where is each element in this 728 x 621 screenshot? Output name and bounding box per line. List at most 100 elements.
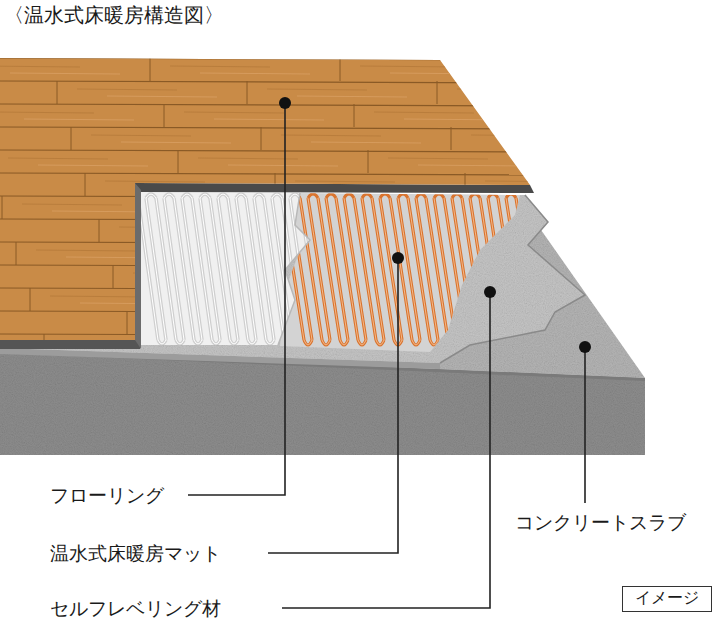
wood-grain <box>284 349 394 350</box>
plank-end <box>71 127 72 150</box>
plank-end <box>2 196 3 219</box>
pipe-highlight <box>408 198 438 345</box>
wood-grain <box>8 158 108 159</box>
plank-end <box>261 127 262 150</box>
wood-grain <box>432 211 542 212</box>
plank-end <box>16 242 17 265</box>
wood-grain <box>22 204 122 205</box>
wood-grain <box>689 227 728 228</box>
plank-end <box>614 334 615 357</box>
wood-grain <box>717 319 728 320</box>
wood-grain <box>705 188 728 189</box>
plank-end <box>544 104 545 127</box>
pipe-highlight <box>444 198 474 345</box>
plank-joint <box>0 334 560 336</box>
wood-grain <box>80 303 190 304</box>
wood-grain <box>606 250 706 251</box>
pipe-loop <box>354 198 384 345</box>
mat-groove <box>246 194 274 344</box>
plank-end <box>289 219 290 242</box>
plank-joint <box>0 196 560 198</box>
wood-grain <box>367 326 477 327</box>
pipe-highlight <box>336 198 366 345</box>
plank-joint <box>0 288 560 290</box>
wood-grain <box>170 66 270 67</box>
mat-groove-light <box>246 194 274 344</box>
wood-grain <box>353 280 463 281</box>
mat-groove <box>228 194 256 344</box>
pipe-loop <box>480 198 510 345</box>
wood-grain <box>50 296 150 297</box>
plank-end <box>113 265 114 288</box>
plank-end <box>275 173 276 196</box>
wood-grain <box>650 303 728 304</box>
wood-grain <box>121 142 231 143</box>
pipe-bend <box>398 194 408 198</box>
plank-joint <box>0 81 560 83</box>
wood-grain <box>515 188 625 189</box>
plank-end <box>192 196 193 219</box>
wood-grain <box>133 273 233 274</box>
wood-grain <box>119 227 219 228</box>
pipe-loop <box>444 198 474 345</box>
wood-grain <box>0 66 80 67</box>
plank-end <box>317 311 318 334</box>
wood-grain <box>608 165 718 166</box>
note-text: イメージ <box>635 588 699 608</box>
plank-end <box>382 196 383 219</box>
wood-grain <box>471 135 571 136</box>
mat-grooves <box>138 194 328 344</box>
pipe-highlight <box>390 198 420 345</box>
pipe-loop <box>300 198 330 345</box>
pipe-bend <box>362 194 372 198</box>
plank-end <box>368 150 369 173</box>
wood-grain <box>634 342 728 343</box>
plank-end <box>507 311 508 334</box>
mat-torn-edge <box>278 193 310 345</box>
diagram-title: 〈温水式床暖房構造図〉 <box>4 3 224 27</box>
mat-groove-light <box>156 194 184 344</box>
plank-end <box>641 127 642 150</box>
plank-end <box>697 311 698 334</box>
plank-joint <box>0 311 560 313</box>
pipe-bend <box>326 194 336 198</box>
flooring-side-edge <box>135 183 141 349</box>
wood-grain <box>564 112 664 113</box>
pipe-bend <box>380 194 390 198</box>
wood-grain <box>242 211 352 212</box>
leader-line <box>268 258 398 553</box>
note-box: イメージ <box>622 586 712 612</box>
plank-end <box>30 288 31 311</box>
plank-joint <box>0 242 560 244</box>
wood-grain <box>529 234 639 235</box>
plank-end <box>465 173 466 196</box>
pipe-highlight <box>516 198 546 345</box>
wood-grain <box>337 319 437 320</box>
wood-grain <box>691 142 728 143</box>
plank-end <box>586 242 587 265</box>
pipe-loop <box>390 198 420 345</box>
wood-grain <box>501 142 611 143</box>
wood-grain <box>214 119 324 120</box>
plank-end <box>451 127 452 150</box>
plank-joint <box>0 265 560 267</box>
mat-groove <box>174 194 202 344</box>
wood-grain <box>198 158 298 159</box>
leader-dot <box>392 252 404 264</box>
plank-end <box>493 265 494 288</box>
wood-grain <box>550 66 650 67</box>
wood-grain <box>94 349 204 350</box>
wood-grain <box>163 280 273 281</box>
wood-grain <box>212 204 312 205</box>
pipe-bend <box>470 194 480 198</box>
mat-groove <box>264 194 292 344</box>
plank-end <box>340 58 341 81</box>
mat-groove <box>210 194 238 344</box>
wood-grain <box>256 257 366 258</box>
pipe-bend <box>524 194 534 198</box>
plank-end <box>720 58 721 81</box>
wood-grain <box>38 165 148 166</box>
wood-grain <box>311 142 421 143</box>
wood-grain <box>661 135 728 136</box>
pipe-highlight <box>462 198 492 345</box>
